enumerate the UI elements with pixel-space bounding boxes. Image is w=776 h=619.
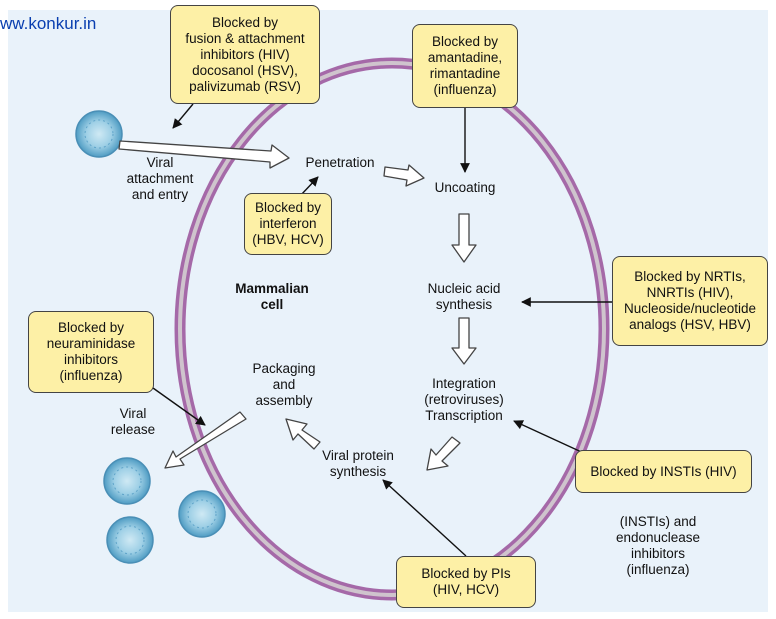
nucleic-to-integration-arrow (451, 317, 477, 365)
nrti-box: Blocked by NRTIs, NNRTIs (HIV), Nucleosi… (612, 256, 768, 346)
amantadine-box: Blocked by amantadine, rimantadine (infl… (412, 24, 518, 108)
virus-particle-attaching (75, 110, 123, 158)
fusion-block-arrow (172, 103, 194, 129)
penetration-to-uncoating-arrow (383, 164, 425, 187)
mammalian-cell-label: Mammalian cell (235, 281, 309, 312)
integration-label: Integration (retroviruses) Transcription (424, 376, 504, 423)
insti-box: Blocked by INSTIs (HIV) (575, 450, 752, 493)
nucleic-acid-label: Nucleic acid synthesis (427, 281, 501, 312)
release-arrow (164, 411, 247, 469)
virus-particle-released-3 (106, 516, 154, 564)
insti-note-text: (INSTIs) and endonuclease inhibitors (in… (615, 514, 701, 577)
fusion-inhibitors-box: Blocked by fusion & attachment inhibitor… (170, 5, 320, 104)
virus-particle-released-2 (178, 490, 226, 538)
neuraminidase-block-arrow (152, 387, 206, 426)
viral-release-label: Viral release (110, 406, 156, 437)
pi-block-arrow (382, 479, 467, 557)
packaging-label: Packaging and assembly (252, 361, 316, 408)
interferon-block-arrow (299, 176, 319, 197)
penetration-label: Penetration (305, 155, 375, 170)
watermark-text: ww.konkur.in (0, 14, 97, 33)
interferon-box: Blocked by interferon (HBV, HCV) (244, 193, 332, 255)
integration-to-protein-arrow (426, 436, 461, 471)
cell-membrane (174, 57, 610, 601)
protease-inhibitors-box: Blocked by PIs (HIV, HCV) (396, 556, 536, 608)
neuraminidase-box: Blocked by neuraminidase inhibitors (inf… (28, 311, 154, 393)
uncoating-to-nucleic-arrow (451, 213, 477, 263)
viral-protein-label: Viral protein synthesis (322, 448, 394, 479)
insti-block-arrow (513, 420, 589, 456)
virus-particle-released-1 (103, 457, 151, 505)
protein-to-packaging-arrow (285, 418, 321, 450)
uncoating-label: Uncoating (434, 180, 496, 195)
entry-arrow (118, 140, 290, 169)
viral-attachment-label: Viral attachment and entry (126, 155, 194, 202)
